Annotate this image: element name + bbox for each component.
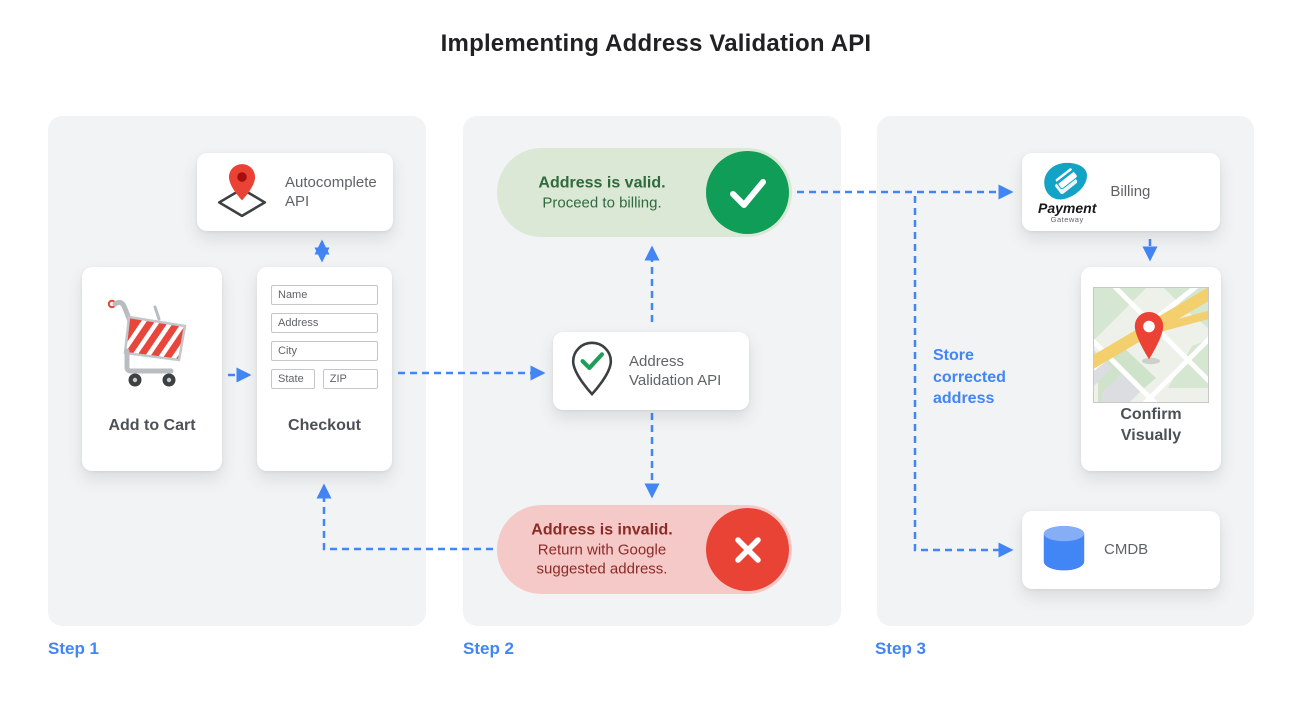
page-title: Implementing Address Validation API xyxy=(440,30,872,57)
add-to-cart-card: Add to Cart xyxy=(82,267,222,471)
step2-label: Step 2 xyxy=(463,639,515,658)
name-field[interactable] xyxy=(271,285,378,305)
database-icon xyxy=(1038,522,1090,579)
map-thumbnail xyxy=(1068,272,1228,428)
address-validation-api-card: Address Validation API xyxy=(553,332,749,410)
map-pin-icon xyxy=(1134,312,1164,360)
address-field[interactable] xyxy=(271,313,378,333)
address-validation-api-label: Address Validation API xyxy=(629,352,722,390)
invalid-pill-title: Address is invalid. xyxy=(531,521,673,539)
valid-pill-title: Address is valid. xyxy=(538,174,666,192)
add-to-cart-label: Add to Cart xyxy=(108,417,196,435)
checkmark-icon xyxy=(706,151,789,234)
state-field[interactable] xyxy=(271,369,315,389)
autocomplete-api-label: Autocomplete API xyxy=(285,173,377,211)
x-icon xyxy=(706,508,789,591)
billing-card: Payment Gateway Billing xyxy=(1022,153,1220,231)
confirm-visually-card: Confirm Visually xyxy=(1068,267,1228,471)
checkout-label: Checkout xyxy=(288,417,361,435)
payment-gateway-icon: Payment Gateway xyxy=(1038,161,1096,224)
step3-label: Step 3 xyxy=(875,639,927,658)
billing-label: Billing xyxy=(1110,183,1151,201)
autocomplete-api-card: Autocomplete API xyxy=(197,153,393,231)
payment-logo-subtitle: Gateway xyxy=(1050,214,1084,224)
checkout-card: Checkout xyxy=(257,267,392,471)
store-corrected-address-note: Store corrected address xyxy=(933,347,1006,408)
shopping-cart-icon xyxy=(82,293,222,398)
address-valid-pill: Address is valid. Proceed to billing. xyxy=(497,148,792,237)
pin-check-icon xyxy=(569,340,615,403)
invalid-pill-subtitle: Return with Google suggested address. xyxy=(536,541,668,579)
payment-logo-title: Payment xyxy=(1038,199,1097,216)
city-field[interactable] xyxy=(271,341,378,361)
confirm-visually-label: Confirm Visually xyxy=(1120,406,1182,445)
map-pin-diamond-icon xyxy=(213,161,271,224)
cmdb-card: CMDB xyxy=(1022,511,1220,589)
valid-pill-subtitle: Proceed to billing. xyxy=(542,194,662,212)
cmdb-label: CMDB xyxy=(1104,541,1149,559)
checkout-form xyxy=(257,267,392,389)
address-invalid-pill: Address is invalid. Return with Google s… xyxy=(497,505,792,594)
zip-field[interactable] xyxy=(322,369,378,389)
step1-label: Step 1 xyxy=(48,639,100,658)
